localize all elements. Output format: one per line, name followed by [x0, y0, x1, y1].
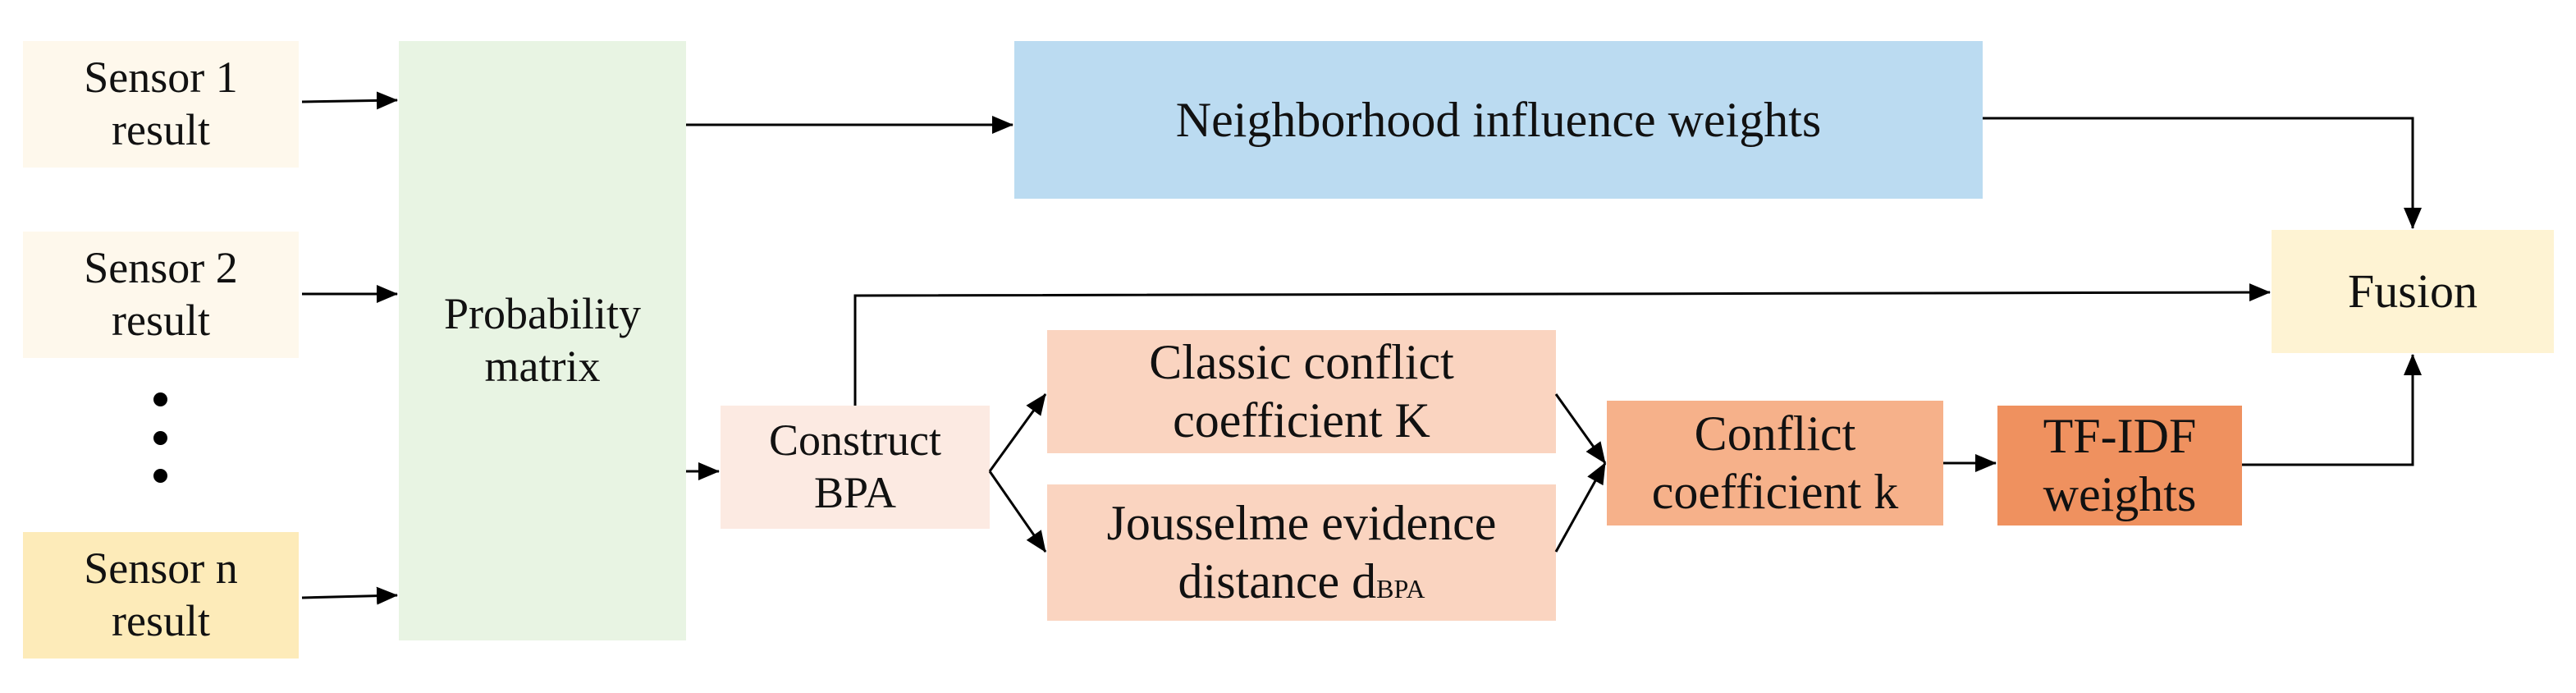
conflict-coefficient-box: Conflict coefficient k [1607, 401, 1943, 525]
construct-bpa-box: Construct BPA [721, 406, 990, 529]
probability-matrix-line1: Probability [444, 289, 641, 339]
neighborhood-weights-label: Neighborhood influence weights [1175, 92, 1822, 147]
sensor-1-box: Sensor 1 result [23, 41, 299, 168]
arrow-construct-to-classic [988, 393, 1047, 472]
arrow-sensor1-to-matrix [301, 91, 398, 110]
sensor-2-box: Sensor 2 result [23, 232, 299, 358]
sensor-1-label-line1: Sensor 1 [84, 53, 238, 103]
construct-bpa-line2: BPA [813, 468, 897, 517]
arrow-construct-to-jousselme [988, 470, 1047, 553]
fusion-label: Fusion [2348, 264, 2478, 318]
construct-bpa-line1: Construct [769, 415, 941, 466]
probability-matrix-box: Probability matrix [399, 41, 686, 640]
sensor-1-label-line2: result [112, 105, 210, 154]
arrow-construct-to-fusion [853, 283, 2271, 406]
sensor-2-label-line2: result [112, 296, 210, 345]
neighborhood-weights-box: Neighborhood influence weights [1014, 41, 1983, 199]
jousselme-distance-main: distance d [1178, 554, 1377, 608]
ellipsis-dot [153, 392, 167, 406]
arrow-tfidf-to-fusion [2242, 354, 2422, 466]
sensor-n-label-line1: Sensor n [84, 544, 238, 594]
probability-matrix-line2: matrix [484, 342, 601, 391]
sensor-n-label-line2: result [112, 596, 210, 645]
ellipsis-dots [150, 392, 170, 483]
fusion-box: Fusion [2272, 230, 2554, 353]
ellipsis-dot [153, 430, 167, 445]
arrow-jousselme-to-conflict [1554, 462, 1607, 553]
arrow-neighborhood-to-fusion [1983, 117, 2422, 229]
tfidf-weights-line1: TF-IDF [2043, 409, 2197, 464]
sensor-2-label-line1: Sensor 2 [84, 243, 238, 293]
arrow-sensorn-to-matrix [301, 586, 398, 605]
jousselme-distance-line2: distance dBPA [1178, 553, 1425, 611]
classic-conflict-box: Classic conflict coefficient K [1047, 330, 1556, 453]
classic-conflict-line2: coefficient K [1173, 393, 1430, 447]
ellipsis-dot [153, 469, 167, 483]
tfidf-weights-line2: weights [2043, 467, 2197, 521]
classic-conflict-line1: Classic conflict [1149, 335, 1454, 390]
conflict-coefficient-line1: Conflict [1694, 406, 1856, 461]
jousselme-distance-line1: Jousselme evidence [1106, 496, 1497, 551]
jousselme-distance-subscript: BPA [1376, 574, 1425, 604]
jousselme-distance-box: Jousselme evidence distance dBPA [1047, 484, 1556, 621]
arrow-classic-to-conflict [1554, 393, 1607, 464]
conflict-coefficient-line2: coefficient k [1651, 465, 1899, 519]
sensor-n-box: Sensor n result [23, 532, 299, 659]
tfidf-weights-box: TF-IDF weights [1997, 406, 2242, 525]
